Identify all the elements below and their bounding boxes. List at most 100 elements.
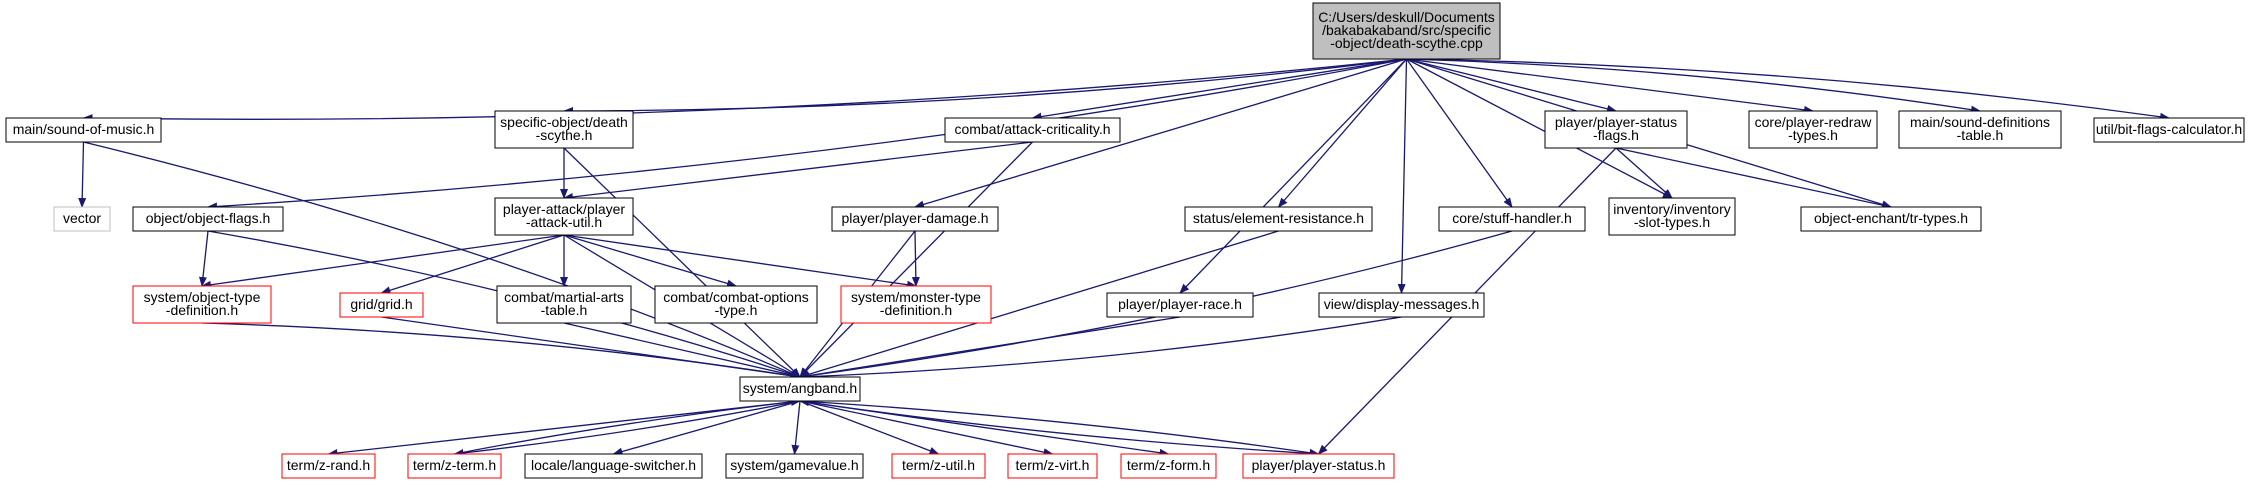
node-inventory_slot_types[interactable]: inventory/inventory-slot-types.h [1608,197,1736,236]
node-box [1106,292,1254,318]
node-box [1242,453,1395,479]
node-z_virt[interactable]: term/z-virt.h [1007,453,1098,479]
node-martial_arts_table[interactable]: combat/martial-arts-table.h [496,285,632,324]
edge-player_attack_util-to-grid [380,234,565,295]
node-box [524,453,703,479]
node-sound_of_music[interactable]: main/sound-of-music.h [5,117,162,143]
node-label-line: -definition.h [166,302,238,318]
node-object_flags[interactable]: object/object-flags.h [132,206,284,232]
node-label-line: term/z-util.h [902,457,975,473]
node-player_damage[interactable]: player/player-damage.h [831,206,999,232]
node-display_messages[interactable]: view/display-messages.h [1318,292,1485,318]
edge-player_race-to-angband [799,316,1181,380]
node-label-line: term/z-rand.h [287,457,370,473]
edge-root-to-sound_of_music [82,58,1407,123]
node-box [5,117,162,143]
node-label-line: term/z-form.h [1127,457,1210,473]
node-box [132,285,272,324]
node-label-line: player-attack/player [503,201,626,217]
node-player_status[interactable]: player/player-status.h [1242,453,1395,479]
node-box [1544,110,1688,149]
node-z_util[interactable]: term/z-util.h [891,453,986,479]
node-box [494,197,634,236]
node-label-line: player/player-status.h [1252,457,1386,473]
node-box [281,453,376,479]
edge-player_attack_util-to-monster_type_definition [563,234,917,289]
edge-angband-to-player_status [799,400,1320,457]
edge-root-to-sound_definitions_table [1406,58,1981,114]
node-box [1007,453,1098,479]
node-label-line: core/stuff-handler.h [1452,210,1572,226]
edge-element_resistance-to-angband [799,230,1279,379]
node-attack_criticality[interactable]: combat/attack-criticality.h [944,117,1121,143]
node-label-line: -object/death-scythe.cpp [1330,35,1483,51]
edge-player_attack_util-to-combat_options_type [563,234,737,288]
node-player_race[interactable]: player/player-race.h [1106,292,1254,318]
node-combat_options_type[interactable]: combat/combat-options-type.h [654,285,818,324]
edge-display_messages-to-angband [799,316,1402,381]
node-sound_definitions_table[interactable]: main/sound-definitions-table.h [1898,110,2062,149]
node-label-line: locale/language-switcher.h [531,457,696,473]
node-box [494,110,634,149]
node-label-line: -flags.h [1593,127,1639,143]
node-box [739,376,861,402]
node-box [1748,110,1878,149]
node-stuff_handler[interactable]: core/stuff-handler.h [1438,206,1586,232]
edge-root-to-player_damage [914,58,1407,209]
node-label-line: /bakabakaband/src/specific [1322,22,1491,38]
node-label-line: core/player-redraw [1755,114,1873,130]
node-grid[interactable]: grid/grid.h [339,292,424,318]
edge-root-to-attack_criticality [1031,58,1407,121]
node-label-line: term/z-term.h [413,457,496,473]
node-player_redraw_types[interactable]: core/player-redraw-types.h [1748,110,1878,149]
node-label-line: grid/grid.h [350,296,412,312]
edge-martial_arts_table-to-angband [563,322,801,379]
node-label-line: system/gamevalue.h [730,457,858,473]
edge-sound_of_music-to-angband [83,141,801,378]
node-tr_types[interactable]: object-enchant/tr-types.h [1800,206,1982,232]
node-z_term[interactable]: term/z-term.h [407,453,502,479]
node-box [1438,206,1586,232]
node-gamevalue[interactable]: system/gamevalue.h [725,453,864,479]
node-box [407,453,502,479]
node-angband[interactable]: system/angband.h [739,376,861,402]
node-label-line: combat/martial-arts [504,289,624,305]
edge-specific_death_scythe-to-angband [563,147,801,378]
node-label-line: player/player-status [1555,114,1677,130]
edge-object_flags-to-object_type_definition [198,230,209,287]
node-z_rand[interactable]: term/z-rand.h [281,453,376,479]
node-element_resistance[interactable]: status/element-resistance.h [1184,206,1373,232]
node-box [1312,2,1501,60]
node-label-line: player/player-damage.h [841,210,988,226]
node-player_attack_util[interactable]: player-attack/player-attack-util.h [494,197,634,236]
node-box [654,285,818,324]
node-box [2093,117,2245,143]
edge-player_status_flags-to-tr_types [1615,147,1892,210]
edge-root-to-object_flags [207,58,1407,211]
node-box [1608,197,1736,236]
node-label-line: player/player-race.h [1118,296,1242,312]
edge-angband-to-z_term [453,400,801,457]
node-root: C:/Users/deskull/Documents/bakabakaband/… [1312,2,1501,60]
edge-player_status_flags-to-inventory_slot_types [1615,147,1673,199]
node-specific_death_scythe[interactable]: specific-object/death-scythe.h [494,110,634,149]
node-player_status_flags[interactable]: player/player-status-flags.h [1544,110,1688,149]
edge-player_status-to-angband [799,398,1319,455]
node-z_form[interactable]: term/z-form.h [1120,453,1217,479]
edge-root-to-inventory_slot_types [1406,58,1673,199]
node-language_switcher[interactable]: locale/language-switcher.h [524,453,703,479]
node-box [891,453,986,479]
node-box [1318,292,1485,318]
node-label-line: vector [63,210,101,226]
edge-layer [78,58,2170,457]
edge-root-to-bit_flags_calculator [1406,58,2170,121]
node-box [944,117,1121,143]
node-label-line: system/monster-type [851,289,981,305]
node-object_type_definition[interactable]: system/object-type-definition.h [132,285,272,324]
node-bit_flags_calculator[interactable]: util/bit-flags-calculator.h [2093,117,2245,143]
edge-player_damage-to-monster_type_definition [911,230,920,287]
edge-root-to-player_status_flags [1406,58,1617,113]
node-monster_type_definition[interactable]: system/monster-type-definition.h [840,285,992,324]
edge-root-to-element_resistance [1277,58,1407,208]
